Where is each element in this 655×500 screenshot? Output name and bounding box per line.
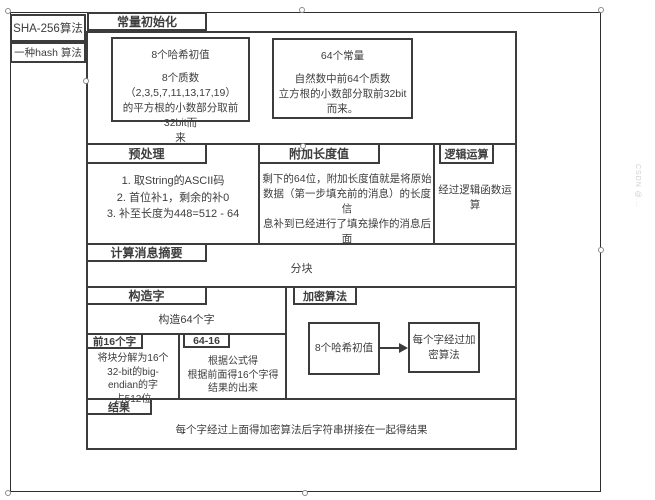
header-preprocess-label: 预处理 — [128, 147, 165, 161]
node-word-encrypt-label: 每个字经过加 密算法 — [412, 333, 476, 361]
watermark: CSDN @... — [634, 164, 641, 208]
header-digest-label: 计算消息摘要 — [110, 246, 183, 260]
header-construct-words-label: 构造字 — [128, 289, 165, 303]
logic-body: 经过逻辑函数运 算 — [438, 184, 512, 211]
header-result[interactable]: 结果 — [86, 398, 152, 415]
header-encrypt-label: 加密算法 — [303, 290, 347, 303]
arrow-connector — [380, 347, 401, 349]
node-hash-init-small[interactable]: 8个哈希初值 — [308, 322, 380, 375]
resize-handle-bottom-left[interactable] — [5, 490, 11, 496]
header-const-init[interactable]: 常量初始化 — [87, 12, 207, 31]
header-append-length-label: 附加长度值 — [288, 147, 349, 161]
resize-handle-top-left[interactable] — [5, 8, 11, 14]
node-word-encrypt[interactable]: 每个字经过加 密算法 — [408, 322, 480, 373]
header-result-label: 结果 — [108, 401, 130, 414]
header-const-init-label: 常量初始化 — [116, 15, 177, 29]
header-first16-label: 前16个字 — [92, 335, 137, 348]
resize-handle-top-mid[interactable] — [299, 7, 305, 13]
header-encrypt[interactable]: 加密算法 — [293, 286, 357, 305]
node-hash-desc[interactable]: 一种hash 算法 — [10, 42, 86, 63]
digest-body: 分块 — [290, 263, 313, 275]
node-64-constants[interactable]: 64个常量 自然数中前64个质数 立方根的小数部分取前32bit 而来。 — [272, 38, 413, 119]
header-construct-words[interactable]: 构造字 — [86, 286, 207, 305]
arrow-right-icon — [399, 343, 408, 353]
connection-point-left[interactable] — [83, 78, 89, 84]
header-append-length[interactable]: 附加长度值 — [258, 143, 380, 164]
node-hash-init-values-body: 8个质数（2,3,5,7,11,13,17,19） 的平方根的小数部分取前32b… — [122, 72, 239, 144]
section-result[interactable] — [86, 398, 517, 450]
result-body: 每个字经过上面得加密算法后字符串拼接在一起得结果 — [175, 424, 428, 436]
node-64-constants-body: 自然数中前64个质数 立方根的小数部分取前32bit 而来。 — [278, 73, 407, 115]
first16-body: 将块分解为16个 32-bit的big- endian的字 占512位 — [97, 353, 169, 405]
header-first16[interactable]: 前16个字 — [86, 333, 143, 349]
header-preprocess[interactable]: 预处理 — [86, 143, 207, 164]
node-hash-desc-label: 一种hash 算法 — [14, 47, 82, 59]
resize-handle-mid-right[interactable] — [598, 247, 604, 253]
node-hash-init-values-title: 8个哈希初值 — [151, 49, 210, 61]
header-logic-label: 逻辑运算 — [444, 148, 489, 161]
node-sha256[interactable]: SHA-256算法 — [10, 14, 86, 42]
64-16-body: 根据公式得 根据前面得16个字得 结果的出来 — [187, 356, 279, 394]
preprocess-body: 1. 取String的ASCII码 2. 首位补1，剩余的补0 3. 补至长度为… — [106, 175, 240, 220]
construct-subtitle: 构造64个字 — [158, 314, 215, 326]
connection-point-append[interactable] — [300, 143, 306, 149]
append-length-body: 剩下的64位，附加长度值就是将原始 数据（第一步填充前的消息）的长度信 息补到已… — [262, 173, 432, 245]
node-sha256-label: SHA-256算法 — [13, 23, 83, 35]
header-logic[interactable]: 逻辑运算 — [439, 143, 494, 164]
node-hash-init-small-label: 8个哈希初值 — [314, 342, 374, 355]
header-digest[interactable]: 计算消息摘要 — [86, 243, 207, 262]
header-64-16-label: 64-16 — [193, 334, 220, 347]
resize-handle-top-right[interactable] — [598, 7, 604, 13]
node-hash-init-values[interactable]: 8个哈希初值 8个质数（2,3,5,7,11,13,17,19） 的平方根的小数… — [111, 37, 250, 144]
node-64-constants-title: 64个常量 — [320, 50, 365, 62]
header-64-16[interactable]: 64-16 — [183, 333, 230, 348]
resize-handle-bottom-mid[interactable] — [302, 490, 308, 496]
